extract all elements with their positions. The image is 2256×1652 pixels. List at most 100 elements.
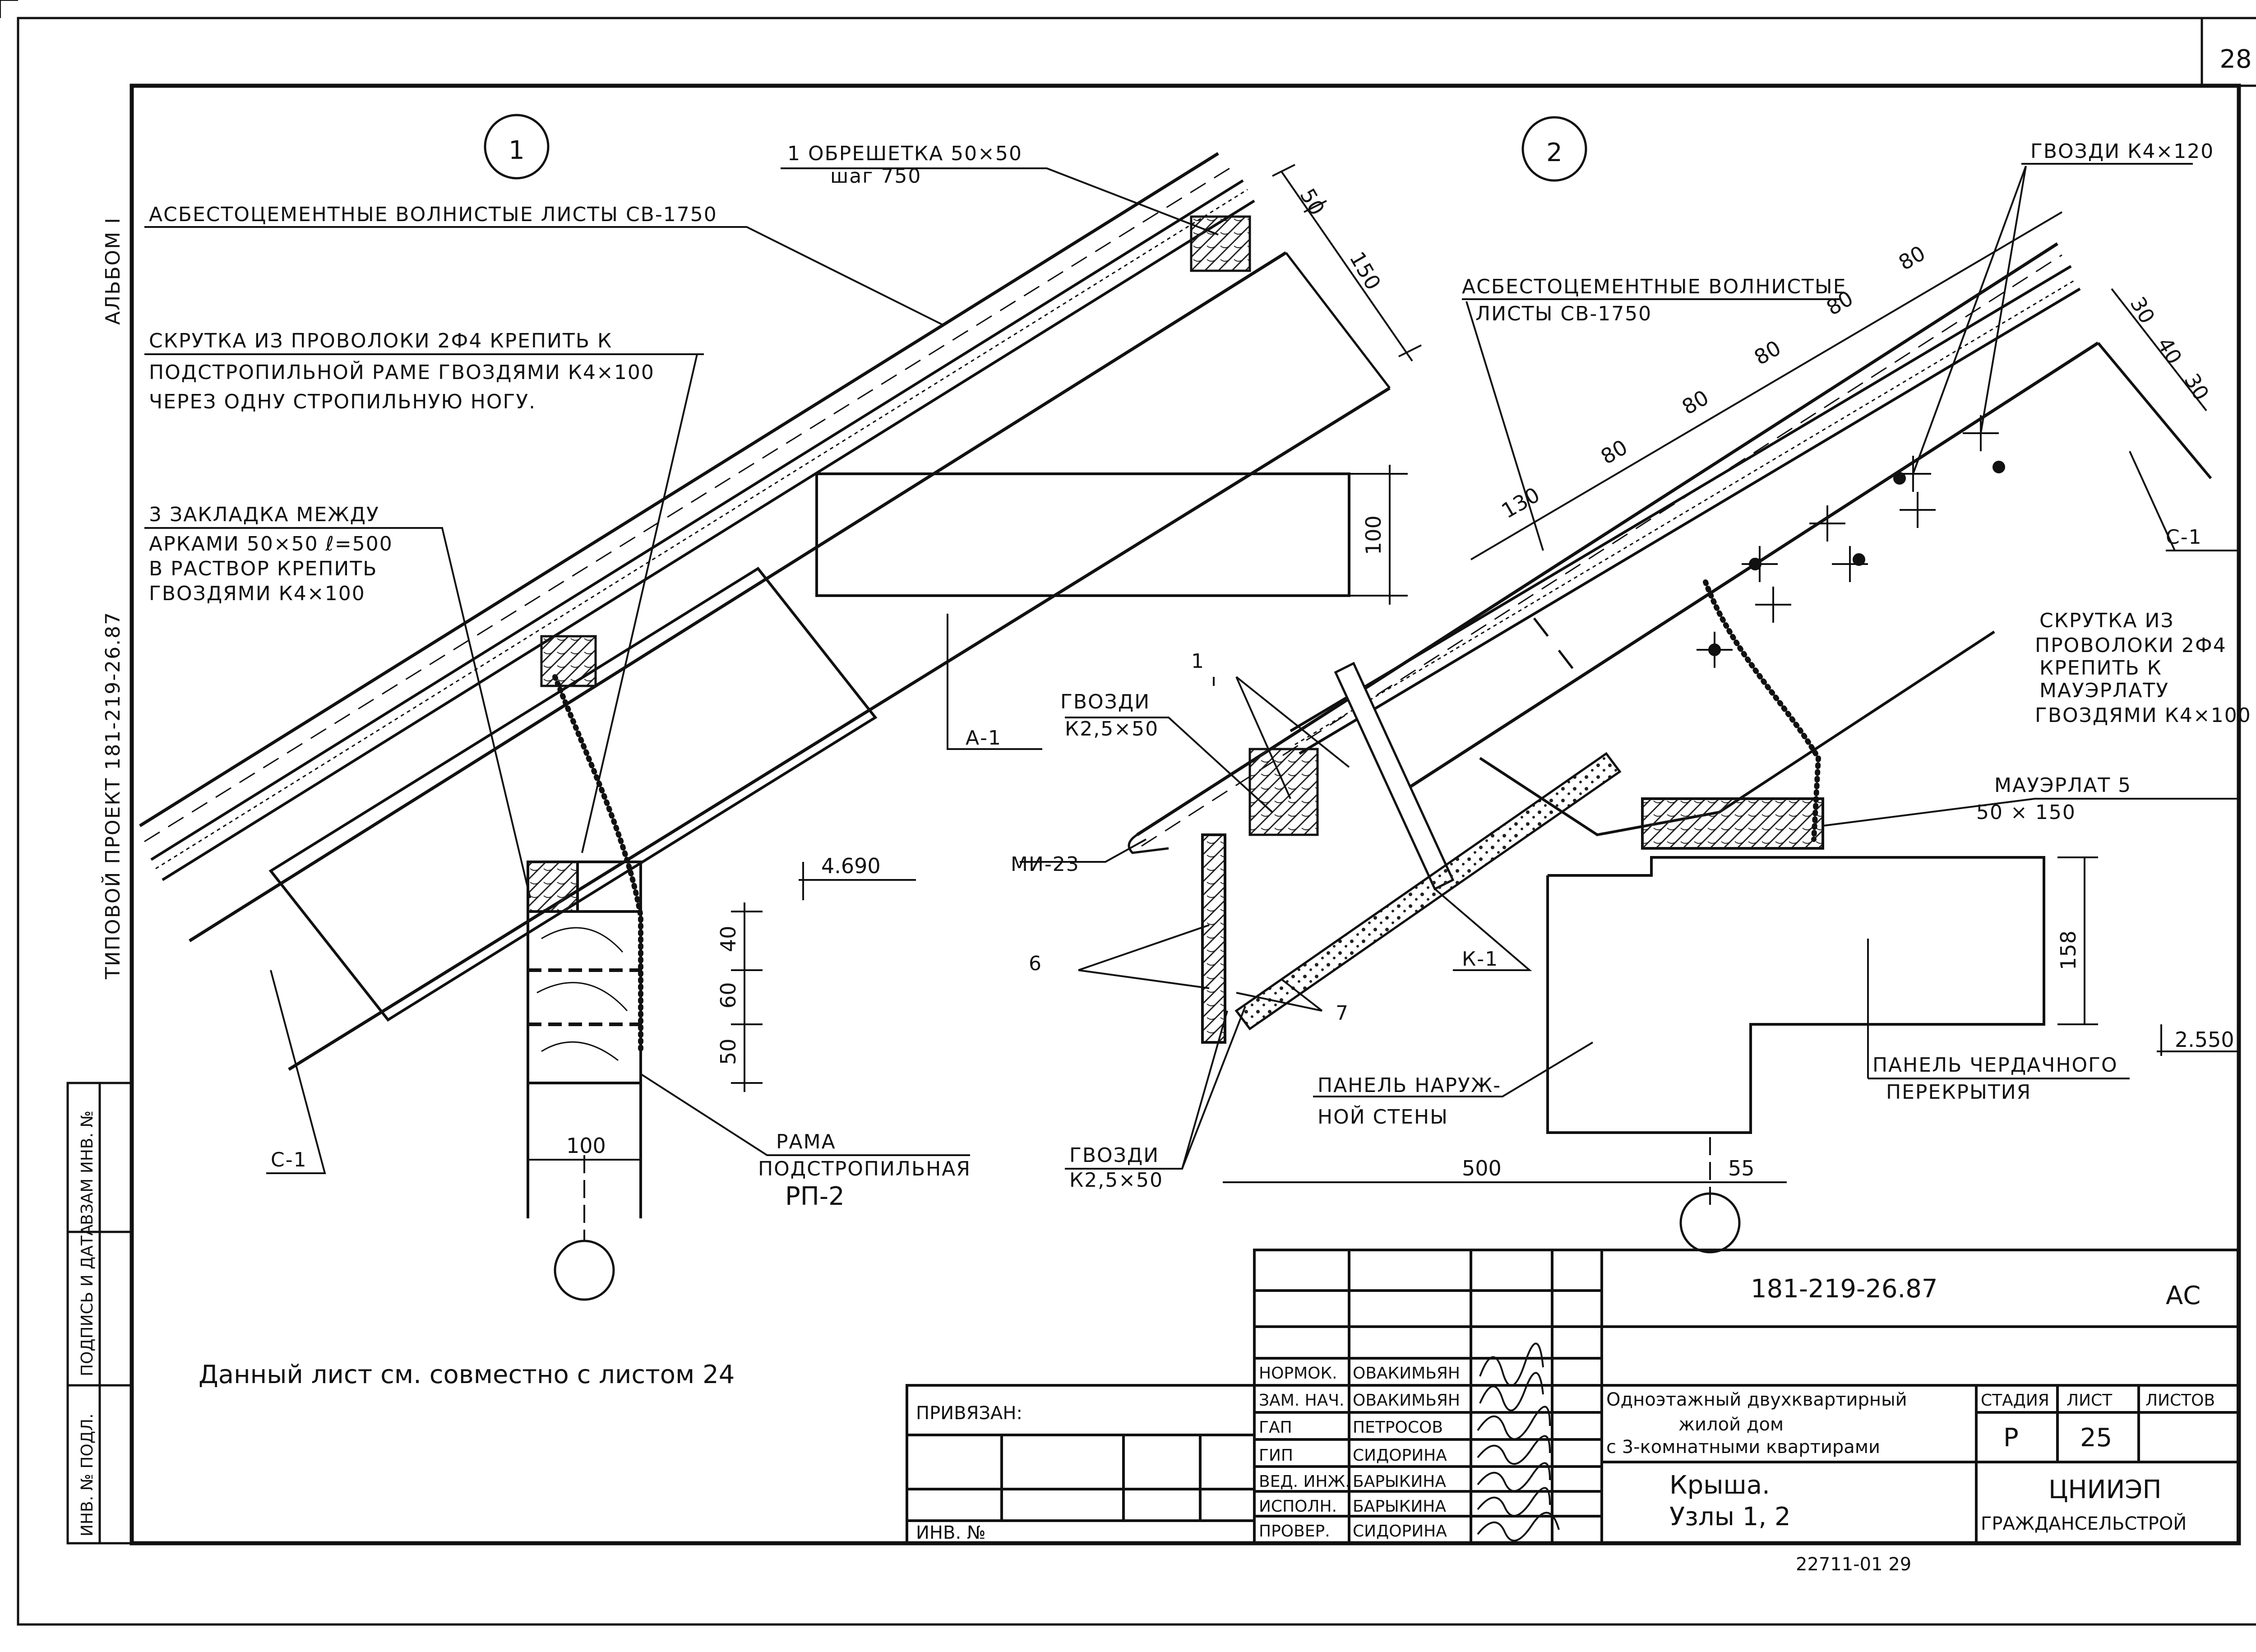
tb-code: 181-219-26.87 — [1751, 1274, 1938, 1304]
tb-footer: 22711-01 29 — [1796, 1554, 1911, 1575]
node-2-c1-label: С-1 — [2166, 526, 2202, 549]
node-1-frame-label-3: РП-2 — [785, 1182, 845, 1211]
node-1-dim-50: 50 — [1295, 185, 1329, 220]
node-2-nails-bot-1: ГВОЗДИ — [1069, 1144, 1159, 1167]
side-field-replace-inv: ВЗАМ ИНВ. № — [78, 1111, 97, 1225]
left-margin: АЛЬБОМ I ТИПОВОЙ ПРОЕКТ 181-219-26.87 ИН… — [66, 217, 133, 1545]
node-2-twist-line-4: МАУЭРЛАТУ — [2039, 679, 2169, 702]
tb-name-2: ОВАКИМЬЯН — [1353, 1391, 1460, 1410]
tb-sheets-header: ЛИСТОВ — [2145, 1391, 2215, 1410]
tb-stage-header: СТАДИЯ — [1981, 1391, 2049, 1410]
tb-project-2: жилой дом — [1678, 1414, 1784, 1435]
node-1-insert-line-3: В РАСТВОР КРЕПИТЬ — [149, 557, 377, 580]
node-2-soffit-strip — [1234, 752, 1622, 1031]
node-1-dim-100b: 100 — [566, 1134, 606, 1158]
node-2-dim-80-c: 80 — [1750, 335, 1785, 370]
tb-project-1: Одноэтажный двухквартирный — [1606, 1389, 1907, 1410]
tb-sheet-no: 25 — [2080, 1423, 2112, 1453]
tb-name-7: СИДОРИНА — [1353, 1522, 1447, 1541]
node-1-dimensions — [528, 164, 1422, 1161]
node-2-twist-line-5: ГВОЗДЯМИ К4×100 — [2035, 704, 2251, 727]
node-1-a1-label: А-1 — [966, 727, 1002, 750]
node-2-dimensions — [1223, 211, 2238, 1183]
node-1-dim-40: 40 — [716, 925, 740, 952]
tb-bound: ПРИВЯЗАН: — [916, 1403, 1022, 1424]
tb-name-4: СИДОРИНА — [1353, 1446, 1447, 1465]
node-1-dim-50b: 50 — [716, 1038, 740, 1065]
node-1-roof-sheets — [139, 152, 1391, 1071]
node-1-dim-100a: 100 — [1361, 515, 1386, 555]
node-2-mauerlat — [1641, 797, 1824, 850]
node-2-nails-mid-1: ГВОЗДИ — [1060, 690, 1150, 713]
node-1-leaders — [144, 167, 1219, 1174]
node-1-marker-circle — [484, 114, 550, 180]
node-2-nail-pattern — [0, 0, 2005, 669]
tb-role-4: ГИП — [1259, 1446, 1293, 1465]
node-1-sheets-label: АСБЕСТОЦЕМЕНТНЫЕ ВОЛНИСТЫЕ ЛИСТЫ СВ-1750 — [149, 203, 717, 226]
tb-name-6: БАРЫКИНА — [1353, 1497, 1446, 1516]
node-2-dim-40: 40 — [2152, 333, 2187, 369]
tb-signatures — [1477, 1342, 1560, 1542]
node-2-twist-line-2: ПРОВОЛОКИ 2Ф4 — [2035, 634, 2227, 657]
node-1-insert-line-4: ГВОЗДЯМИ К4×100 — [149, 582, 365, 605]
tb-org-2: ГРАЖДАНСЕЛЬСТРОЙ — [1981, 1513, 2187, 1534]
album-label: АЛЬБОМ I — [102, 217, 125, 325]
node-2-dim-158: 158 — [2056, 930, 2080, 970]
node-1-marker: 1 — [509, 136, 525, 165]
node-2-nails-bot-2: К2,5×50 — [1069, 1169, 1163, 1192]
tb-role-7: ПРОВЕР. — [1259, 1522, 1330, 1541]
side-project-code: ТИПОВОЙ ПРОЕКТ 181-219-26.87 — [101, 611, 125, 980]
node-2-marker: 2 — [1546, 138, 1563, 167]
tb-name-1: ОВАКИМЬЯН — [1353, 1364, 1460, 1383]
node-2-leaders — [1020, 163, 2238, 1170]
tb-sheet-title-2: Узлы 1, 2 — [1669, 1502, 1791, 1532]
node-2-ref-6: 6 — [1029, 952, 1042, 975]
side-field-signature: ПОДПИСЬ И ДАТА — [78, 1224, 97, 1376]
node-1-rafter — [268, 567, 878, 1022]
node-2-k1-label: К-1 — [1462, 948, 1498, 971]
tb-role-5: ВЕД. ИНЖ. — [1259, 1472, 1350, 1491]
node-1-insert-line-1: 3 ЗАКЛАДКА МЕЖДУ — [149, 503, 379, 526]
tb-sheet-header: ЛИСТ — [2066, 1391, 2113, 1410]
title-block — [906, 1249, 2239, 1545]
node-2-nails-mid-2: К2,5×50 — [1065, 717, 1159, 740]
node-2-lathing — [1248, 748, 1319, 836]
tb-mark: АС — [2166, 1281, 2201, 1310]
node-2-rafter — [1479, 342, 2212, 837]
tb-stage: Р — [2003, 1423, 2019, 1453]
node-2-wall-panel — [1546, 856, 2045, 1134]
node-2-dim-80-b: 80 — [1678, 385, 1713, 419]
tb-role-2: ЗАМ. НАЧ. — [1259, 1391, 1344, 1410]
node-2-dim-500: 500 — [1462, 1156, 1502, 1180]
side-field-inv-orig: ИНВ. № ПОДЛ. — [78, 1413, 97, 1536]
node-2-dim-80-e: 80 — [1895, 241, 1930, 275]
node-2-level-2550: 2.550 — [2175, 1027, 2234, 1052]
node-2-sheets-label-2: ЛИСТЫ СВ-1750 — [1475, 302, 1652, 325]
node-1-dim-60: 60 — [716, 982, 740, 1009]
node-2-marker-circle — [1521, 116, 1587, 182]
tb-role-6: ИСПОЛН. — [1259, 1497, 1337, 1516]
node-1-level-4690: 4.690 — [821, 854, 881, 878]
node-2-axis-circle — [1679, 1192, 1741, 1254]
node-2-wall-label-1: ПАНЕЛЬ НАРУЖ- — [1318, 1074, 1501, 1097]
node-1-lathing-top — [1190, 215, 1251, 272]
tb-role-1: НОРМОК. — [1259, 1364, 1337, 1383]
node-2-ref-7: 7 — [1336, 1002, 1349, 1025]
node-1-twist-line-1: СКРУТКА ИЗ ПРОВОЛОКИ 2Ф4 КРЕПИТЬ К — [149, 329, 612, 352]
tb-project-3: с 3-комнатными квартирами — [1606, 1437, 1880, 1458]
sheet-note: Данный лист см. совместно с листом 24 — [199, 1360, 735, 1389]
node-2-dim-55: 55 — [1728, 1156, 1755, 1180]
node-2: 2 — [0, 0, 2251, 1254]
tb-inv: ИНВ. № — [916, 1522, 985, 1543]
node-1-lathing-mid — [540, 635, 597, 687]
node-2-nails-top-label: ГВОЗДИ К4×120 — [2030, 140, 2214, 163]
node-1-insert-line-2: АРКАМИ 50×50 ℓ=500 — [149, 532, 393, 555]
node-2-dim-130: 130 — [1498, 482, 1544, 523]
node-1-twist-line-3: ЧЕРЕЗ ОДНУ СТРОПИЛЬНУЮ НОГУ. — [149, 390, 536, 413]
node-2-twist-line-1: СКРУТКА ИЗ — [2039, 609, 2174, 632]
tb-name-3: ПЕТРОСОВ — [1353, 1418, 1443, 1437]
node-2-floor-label-2: ПЕРЕКРЫТИЯ — [1886, 1081, 2031, 1104]
node-2-wall-label-2: НОЙ СТЕНЫ — [1318, 1105, 1448, 1129]
node-2-mi23-label: МИ-23 — [1011, 853, 1080, 876]
